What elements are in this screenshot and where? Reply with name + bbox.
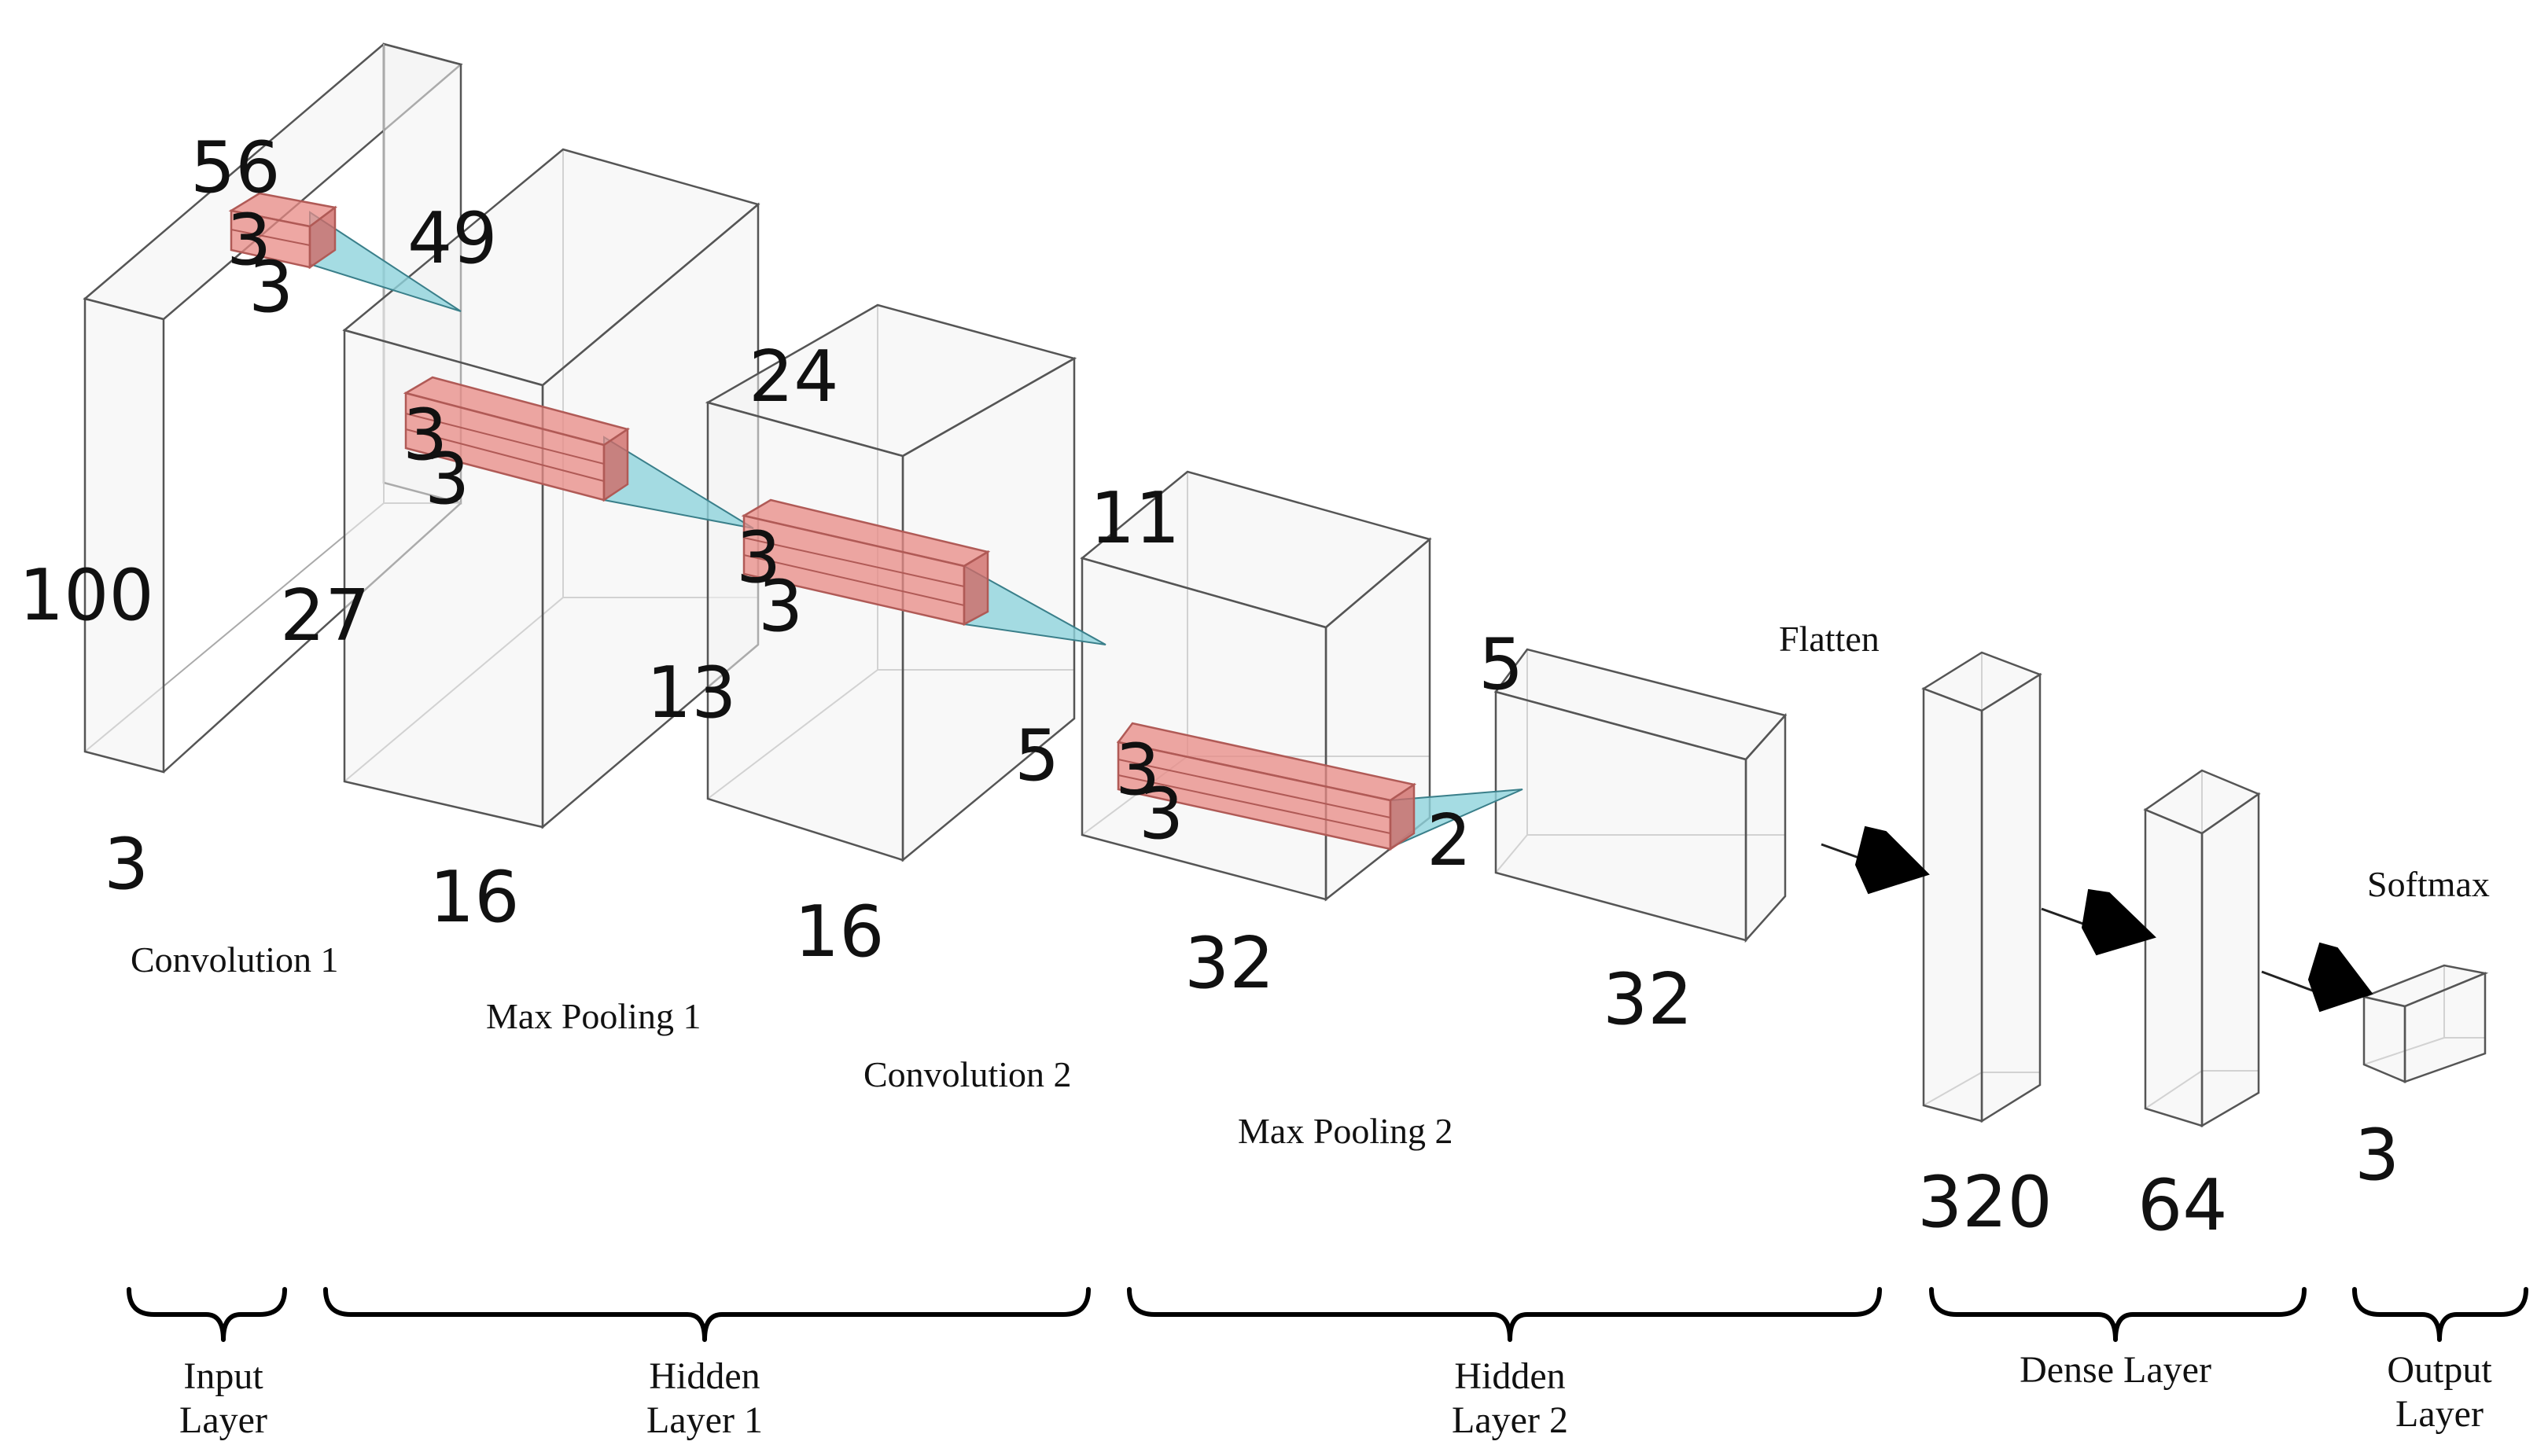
arrow-dense-to-dense — [2041, 888, 2156, 956]
conv1-operation-label: Convolution 1 — [131, 939, 339, 980]
pool1-depth-label: 16 — [794, 891, 885, 973]
output-layer-label-line1: Output — [2387, 1349, 2492, 1391]
conv1-kernel-b-label: 3 — [425, 438, 469, 520]
arrow-dense-to-output — [2261, 942, 2373, 1013]
pool1-height-label: 24 — [749, 336, 839, 418]
hidden-layer-2-label-line2: Layer 2 — [1452, 1399, 1568, 1441]
hidden-layer-1-label-line2: Layer 1 — [646, 1399, 763, 1441]
input-layer-brace — [127, 1287, 287, 1342]
kernel-4 — [1116, 722, 1523, 851]
conv2-height-label: 11 — [1090, 477, 1180, 560]
kernel-1 — [228, 192, 462, 312]
pool2-volume — [1493, 648, 1788, 943]
output-layer-label-line2: Layer — [2395, 1393, 2484, 1435]
pool2-height-label: 5 — [1478, 623, 1523, 706]
conv1-depth-label: 16 — [429, 856, 520, 939]
pool2-operation-label: Max Pooling 2 — [1238, 1111, 1453, 1151]
pool1-operation-label: Max Pooling 1 — [486, 996, 701, 1036]
output-volume — [2360, 964, 2489, 1083]
dense2-volume — [2143, 769, 2261, 1128]
input-kernel-a-label: 3 — [226, 199, 271, 281]
conv2-operation-label: Convolution 2 — [863, 1054, 1072, 1094]
pool1-width-label: 13 — [646, 652, 737, 734]
hidden-layer-2-label-line1: Hidden — [1454, 1355, 1565, 1397]
conv1-width-label: 27 — [280, 575, 370, 657]
pool2-depth-label: 32 — [1603, 958, 1693, 1041]
conv1-volume — [342, 148, 760, 829]
pool1-kernel-a-label: 3 — [736, 517, 781, 599]
dense1-size-label: 320 — [1917, 1161, 2053, 1244]
dense1-volume — [1921, 651, 2042, 1123]
hidden-layer-1-brace — [323, 1287, 1091, 1342]
softmax-operation-label: Softmax — [2367, 864, 2490, 904]
input-layer-label-line2: Layer — [179, 1399, 267, 1441]
pool1-kernel-b-label: 3 — [758, 565, 803, 648]
input-width-label: 56 — [190, 127, 281, 209]
output-layer-brace — [2352, 1287, 2528, 1342]
conv2-depth-label: 32 — [1184, 922, 1275, 1005]
pool2-width-label: 2 — [1427, 800, 1471, 882]
dense-layer-brace — [1929, 1287, 2307, 1342]
output-size-label: 3 — [2355, 1114, 2399, 1197]
hidden-layer-1-label-line1: Hidden — [649, 1355, 760, 1397]
kernel-3 — [741, 498, 1106, 645]
kernel-2 — [403, 376, 754, 529]
arrow-flatten-to-dense — [1821, 825, 1930, 895]
conv2-kernel-a-label: 3 — [1115, 729, 1160, 811]
input-layer-label-line1: Input — [183, 1355, 263, 1397]
flatten-operation-label: Flatten — [1779, 619, 1880, 659]
dense-layer-label: Dense Layer — [2020, 1349, 2211, 1391]
conv2-kernel-b-label: 3 — [1139, 773, 1184, 855]
conv1-height-label: 49 — [407, 197, 498, 280]
dense2-size-label: 64 — [2137, 1164, 2228, 1247]
input-height-label: 100 — [19, 554, 154, 637]
hidden-layer-2-brace — [1127, 1287, 1882, 1342]
conv1-kernel-a-label: 3 — [403, 394, 447, 476]
input-depth-label: 3 — [104, 823, 149, 906]
input-kernel-b-label: 3 — [249, 246, 293, 329]
conv2-width-label: 5 — [1014, 715, 1059, 797]
